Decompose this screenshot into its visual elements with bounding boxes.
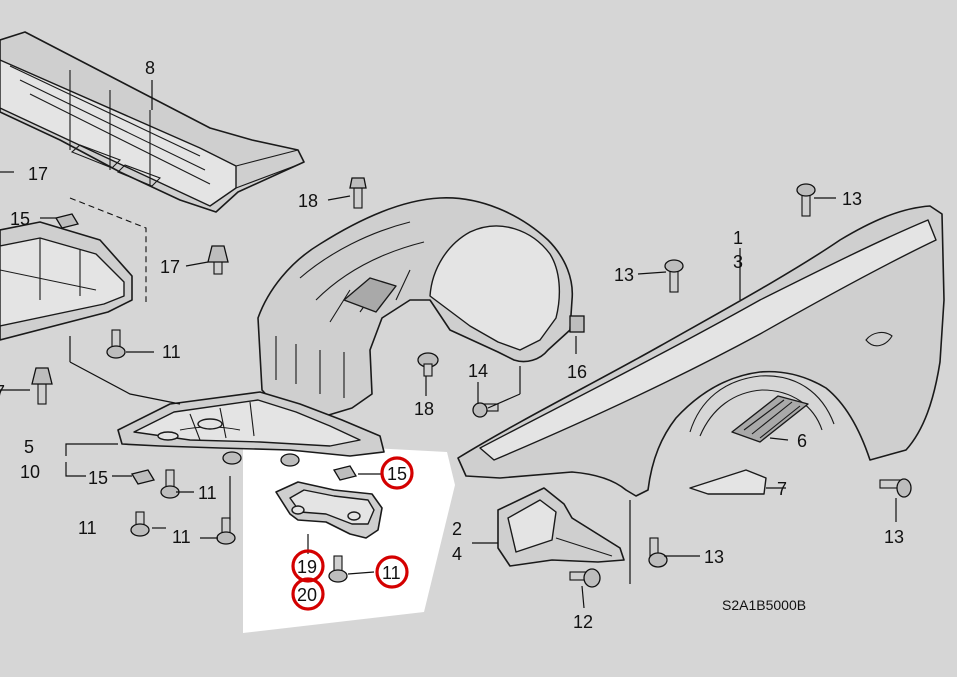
label-1: 1 <box>733 228 743 248</box>
label-7-partial: 7 <box>0 382 5 402</box>
label-11-b: 11 <box>198 483 217 503</box>
label-13-a: 13 <box>614 265 634 285</box>
label-13-b: 13 <box>842 189 862 209</box>
bracket-part-2-4 <box>497 487 625 567</box>
label-11-a: 11 <box>162 342 181 362</box>
highlight-19 <box>291 549 325 583</box>
label-15-b: 15 <box>88 468 108 488</box>
front-fender-part-1-3 <box>457 205 945 497</box>
fasteners <box>31 177 912 588</box>
label-17-a: 17 <box>28 164 48 184</box>
label-6: 6 <box>797 431 807 451</box>
label-3: 3 <box>733 252 743 272</box>
label-13-c: 13 <box>884 527 904 547</box>
highlight-20 <box>291 577 325 611</box>
label-11-c: 11 <box>78 518 97 538</box>
leader-lines <box>0 80 897 609</box>
lower-rail <box>0 221 133 341</box>
label-7: 7 <box>777 479 787 499</box>
label-10: 10 <box>20 462 40 482</box>
inner-fender <box>257 197 574 421</box>
label-17-b: 17 <box>160 257 180 277</box>
label-14: 14 <box>468 361 488 381</box>
callout-labels: 8 17 15 17 11 7 5 10 15 11 11 11 18 15 1… <box>0 58 904 632</box>
label-4: 4 <box>452 544 462 564</box>
label-2: 2 <box>452 519 462 539</box>
pad-part-7 <box>689 469 767 495</box>
label-13-d: 13 <box>704 547 724 567</box>
label-18-a: 18 <box>298 191 318 211</box>
label-11-e: 11 <box>382 563 401 583</box>
label-5: 5 <box>24 437 34 457</box>
label-20: 20 <box>297 585 317 605</box>
label-16: 16 <box>567 362 587 382</box>
dashed-frame-left <box>69 197 147 302</box>
cross-member-part-8 <box>0 31 305 213</box>
mud-guard-part-19-20 <box>275 481 383 539</box>
label-19: 19 <box>297 557 317 577</box>
highlight-11 <box>375 555 409 589</box>
highlight-15 <box>380 456 414 490</box>
label-15-a: 15 <box>10 209 30 229</box>
label-15-c: 15 <box>387 464 407 484</box>
label-18-b: 18 <box>414 399 434 419</box>
diagram-code: S2A1B5000B <box>722 597 806 613</box>
label-11-d: 11 <box>172 527 191 547</box>
pad-part-6-ribs <box>743 399 801 439</box>
highlight-markers <box>291 456 414 611</box>
label-12: 12 <box>573 612 593 632</box>
splash-plate-part-5-10 <box>117 391 385 457</box>
label-8: 8 <box>145 58 155 78</box>
